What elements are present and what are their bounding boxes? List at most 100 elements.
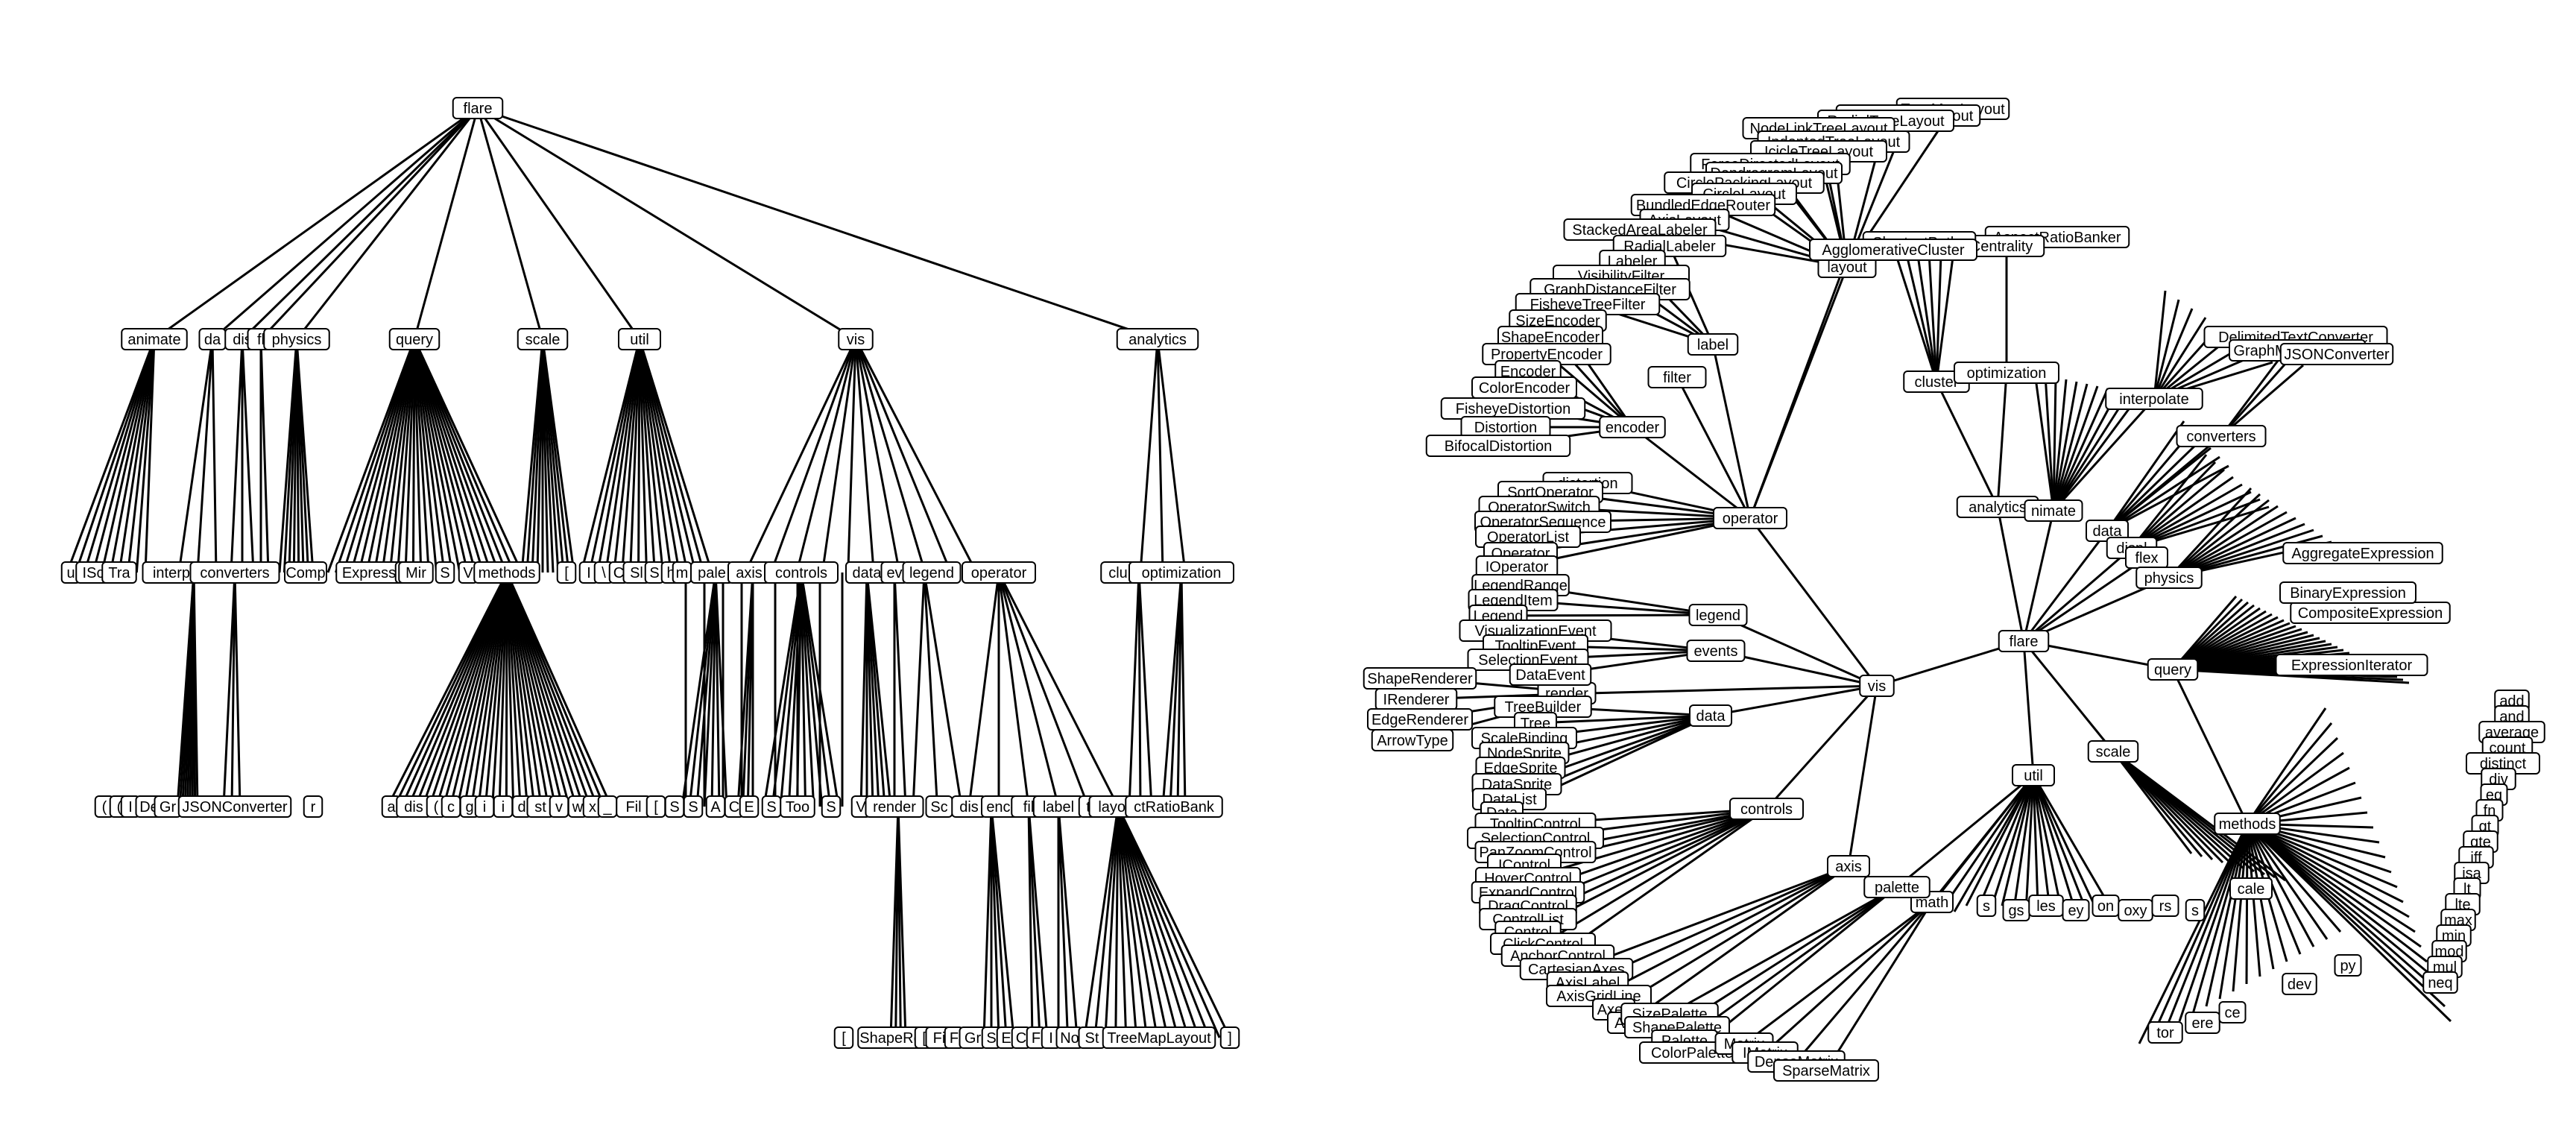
- svg-text:Express: Express: [342, 565, 396, 581]
- svg-text:legend: legend: [1696, 608, 1740, 624]
- edge-methods: [498, 572, 508, 807]
- edge-animate: [92, 338, 156, 573]
- right-node-vis: vis: [1859, 675, 1895, 697]
- edge-methods: [442, 572, 508, 807]
- left-l3-node-39: ctRatioBank: [1125, 795, 1223, 818]
- svg-text:axis: axis: [736, 565, 763, 581]
- svg-text:converters: converters: [2186, 429, 2255, 445]
- edge-animate: [118, 338, 156, 573]
- edge-root-l1: [477, 107, 1158, 341]
- edge-display-leaf: [2130, 454, 2208, 549]
- edge-cluster-leaf: [1904, 247, 1938, 382]
- edge-util-leaf: [2032, 775, 2039, 906]
- right-leaf-render-0: ShapeRenderer: [1363, 667, 1477, 690]
- edge-rroot-animate: [2022, 510, 2055, 642]
- edge-operator: [997, 572, 1090, 807]
- right-leaf-scale-f: py: [2334, 954, 2362, 977]
- edge-display-leaf: [2131, 468, 2225, 549]
- edge-animate-leaf: [2052, 379, 2068, 511]
- edge-layout: [1104, 806, 1120, 1038]
- right-node-layout: layout: [1817, 256, 1877, 278]
- svg-text:I: I: [1049, 1030, 1053, 1047]
- left-l4-node-13: TreeMapLayout: [1102, 1026, 1216, 1049]
- edge-methods-leaf: [2246, 823, 2329, 940]
- svg-text:d: d: [517, 799, 525, 816]
- edge-palette: [688, 572, 717, 807]
- edge-operator: [967, 572, 1000, 807]
- edge-query: [381, 338, 416, 573]
- edge-vis: [821, 338, 857, 573]
- edge-util: [638, 338, 664, 573]
- edge-analytics: [1156, 338, 1187, 573]
- right-leaf-render-3: ArrowType: [1371, 729, 1454, 751]
- edge-util: [638, 338, 713, 573]
- edge-util-leaf: [1965, 775, 2035, 906]
- svg-text:ExpressionIterator: ExpressionIterator: [2291, 657, 2413, 674]
- svg-text:py: py: [2340, 958, 2355, 974]
- svg-text:fl: fl: [257, 332, 265, 348]
- left-l2-node-25: legend: [902, 561, 962, 584]
- right-leaf-util-7: s: [2185, 899, 2206, 921]
- svg-text:Distortion: Distortion: [1474, 420, 1537, 436]
- edge-data: [196, 338, 214, 573]
- svg-text:methods: methods: [2219, 816, 2276, 833]
- svg-text:V: V: [856, 799, 866, 816]
- edge-methods: [505, 572, 522, 807]
- svg-text:optimization: optimization: [1142, 565, 1222, 581]
- left-l2-node-11: methods: [473, 561, 540, 584]
- svg-text:Too: Too: [786, 799, 809, 816]
- edge-vis: [854, 338, 901, 573]
- edge-query: [413, 338, 484, 573]
- edge-animate-leaf: [2052, 381, 2078, 511]
- svg-text:EdgeRenderer: EdgeRenderer: [1371, 712, 1468, 728]
- left-l3-node-7: a: [381, 795, 402, 818]
- left-l4-node-12: St: [1078, 1026, 1106, 1049]
- right-leaf-encoder-1: ShapeEncoder: [1497, 326, 1603, 348]
- svg-text:BifocalDistortion: BifocalDistortion: [1445, 438, 1553, 455]
- right-leaf-events-3: DataEvent: [1509, 663, 1592, 686]
- left-node-scale: scale: [517, 328, 569, 350]
- edge-events: [893, 572, 907, 807]
- svg-text:les: les: [2036, 898, 2056, 915]
- svg-text:data: data: [2093, 523, 2123, 540]
- edge-palette: [714, 572, 721, 807]
- edge-util-leaf: [1989, 775, 2035, 912]
- svg-text:query: query: [2154, 662, 2191, 678]
- left-l3-node-12: i: [474, 795, 495, 818]
- left-l3-node-20: Fil: [616, 795, 651, 818]
- right-node-flare: flare: [1998, 630, 2050, 652]
- left-l2-node-6: Express: [335, 561, 402, 584]
- svg-text:EdgeSprite: EdgeSprite: [1484, 760, 1558, 777]
- edge-vis: [854, 338, 978, 573]
- edge-root-l1: [154, 107, 479, 341]
- edge-query: [413, 338, 492, 573]
- edge-cluster: [1137, 572, 1153, 807]
- left-l3-node-19: _: [597, 795, 618, 818]
- edge-controls-leaf: [1527, 807, 1767, 880]
- edge-methods-leaf: [2138, 823, 2249, 1044]
- edge-data-fan: [2106, 464, 2229, 532]
- edge-util: [596, 338, 641, 573]
- left-l2-node-19: m: [672, 561, 692, 584]
- svg-text:physics: physics: [272, 332, 322, 348]
- edge-filter: [1027, 806, 1041, 1038]
- left-l3-node-32: Sc: [925, 795, 953, 818]
- svg-text:rs: rs: [2159, 898, 2172, 915]
- edge-query: [397, 338, 416, 573]
- left-l2-node-0: u: [60, 561, 81, 584]
- edge-palette-leaf: [1669, 886, 1898, 1015]
- right-leaf-conv-2: JSONConverter: [2279, 343, 2394, 365]
- edge-util: [638, 338, 697, 573]
- svg-text:I: I: [587, 565, 591, 581]
- edge-query: [413, 338, 523, 573]
- edge-util-leaf: [2001, 775, 2035, 906]
- left-l4-node-4: F: [944, 1026, 965, 1049]
- edge-r-legend: [1717, 613, 1878, 687]
- left-l4-node-5: Gr: [959, 1026, 987, 1049]
- right-node-data2: data: [1689, 704, 1732, 727]
- edge-animate-leaf: [2052, 390, 2120, 511]
- svg-text:neq: neq: [2428, 975, 2452, 991]
- edge-r-layout: [1749, 266, 1849, 519]
- left-l3-node-15: st: [526, 795, 555, 818]
